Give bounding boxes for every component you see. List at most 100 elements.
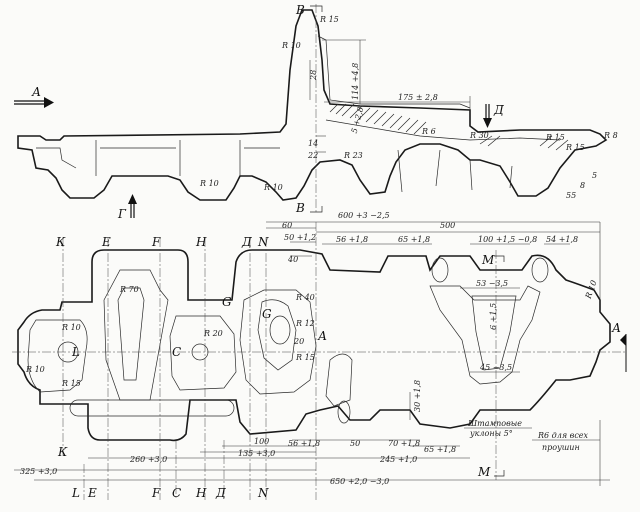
label-g-plan2: G bbox=[262, 307, 272, 321]
section-lines-vertical bbox=[62, 238, 267, 500]
note-stamp-2: уклоны 5° bbox=[469, 429, 513, 438]
dim-245: 245 +1,0 bbox=[379, 455, 417, 464]
dim-55: 55 bbox=[566, 191, 576, 200]
section-mark-bottom bbox=[310, 206, 323, 213]
dim-5b: 5 bbox=[592, 171, 597, 180]
dim-65: 65 +1,8 bbox=[398, 235, 430, 244]
dimension-lines-plan bbox=[14, 221, 610, 486]
radius-r15-top: R 15 bbox=[319, 15, 339, 24]
section-mark-top bbox=[310, 5, 323, 12]
eye-hole-1 bbox=[431, 257, 449, 283]
radius-r10a: R 10 bbox=[199, 179, 219, 188]
label-e-bottom: Е bbox=[87, 486, 97, 500]
label-l-plan: L bbox=[71, 345, 80, 359]
label-c-plan: С bbox=[172, 345, 181, 359]
dim-56b: 56 +1,8 bbox=[288, 439, 320, 448]
label-b-top: В bbox=[295, 3, 305, 17]
section-mark-m-bottom bbox=[494, 470, 505, 477]
label-a-right: А bbox=[611, 321, 621, 335]
label-n-top: N bbox=[257, 235, 269, 249]
dim-325: 325 +3,0 bbox=[20, 467, 57, 476]
plan-view: К К Е F Н Д N L Е F С Н Д N М М G G С L … bbox=[12, 211, 627, 500]
hatching bbox=[329, 103, 569, 151]
label-l-bottom: L bbox=[71, 486, 80, 500]
radius-r10-top: R 10 bbox=[281, 41, 301, 50]
note-radius-2: проушин bbox=[542, 443, 580, 452]
dim-50b: 50 bbox=[350, 439, 360, 448]
label-f-top: F bbox=[151, 235, 161, 249]
cavity-left bbox=[27, 319, 88, 393]
lower-bar bbox=[69, 399, 235, 417]
note-radius-1: R6 для всех bbox=[537, 431, 589, 440]
radius-r15d: R 15 bbox=[295, 353, 315, 362]
note-stamp-1: Штамповые bbox=[467, 419, 522, 428]
dim-70: 70 +1,8 bbox=[388, 439, 420, 448]
dim-500: 500 bbox=[440, 221, 455, 230]
dim-53: 53 −3,5 bbox=[476, 279, 508, 288]
label-m-top: М bbox=[481, 253, 495, 267]
radius-r15b: R 15 bbox=[565, 143, 585, 152]
eye-hole-g bbox=[269, 315, 291, 345]
dim-135: 135 +3,0 bbox=[238, 449, 275, 458]
radius-r12: R 12 bbox=[295, 319, 315, 328]
label-f-bottom: F bbox=[151, 486, 161, 500]
dim-114: 114 +4,8 bbox=[351, 63, 360, 100]
label-d-top: Д bbox=[493, 103, 504, 117]
dim-600: 600 +3 −2,5 bbox=[338, 211, 390, 220]
dim-56: 56 +1,8 bbox=[336, 235, 368, 244]
label-a-plan: А bbox=[317, 329, 327, 343]
label-e-top: Е bbox=[101, 235, 111, 249]
view-arrow-a-right bbox=[620, 334, 627, 372]
section-view-top: А Г Д В В R 15 R 10 28 114 +4,8 175 ± 2,… bbox=[14, 3, 618, 221]
label-a-top: А bbox=[31, 85, 41, 99]
cavity-g bbox=[239, 289, 317, 395]
dim-175: 175 ± 2,8 bbox=[398, 93, 438, 102]
radius-r15a: R 15 bbox=[545, 133, 565, 142]
label-b-bottom: В bbox=[295, 201, 305, 215]
radius-r40: R 40 bbox=[295, 293, 315, 302]
dim-45: 45 −3,5 bbox=[479, 363, 512, 372]
web-inner-right bbox=[471, 295, 517, 371]
radius-r10b: R 10 bbox=[263, 183, 283, 192]
cavity-center-left bbox=[103, 269, 169, 401]
dim-28: 28 bbox=[309, 70, 318, 81]
dim-5: 5 +2,8 bbox=[350, 106, 366, 134]
label-d-mid: Д bbox=[241, 235, 252, 249]
dim-14: 14 bbox=[308, 139, 318, 148]
dim-40: 40 bbox=[287, 255, 298, 264]
view-arrow-d bbox=[483, 104, 492, 128]
rib-inner-line bbox=[325, 119, 561, 141]
dim-6: 6 +1,5 bbox=[489, 303, 498, 330]
radius-r10-right: R 10 bbox=[583, 279, 598, 301]
eye-hole-3 bbox=[337, 400, 351, 424]
radius-r20: R 20 bbox=[203, 329, 223, 338]
dim-20: 20 bbox=[293, 337, 304, 346]
dim-100b: 100 bbox=[254, 437, 269, 446]
view-arrow-a bbox=[14, 97, 54, 108]
radius-r10c: R 10 bbox=[61, 323, 81, 332]
radius-r8: R 8 bbox=[603, 131, 618, 140]
cavity-c bbox=[169, 315, 237, 391]
radius-r30: R 30 bbox=[469, 131, 489, 140]
track-section-outline bbox=[17, 9, 608, 201]
inner-lines bbox=[36, 140, 241, 176]
label-g: Г bbox=[117, 207, 127, 221]
dim-65b: 65 +1,8 bbox=[424, 445, 456, 454]
web-lines bbox=[397, 149, 513, 193]
dim-260: 260 +3,0 bbox=[129, 455, 167, 464]
label-c-bottom: С bbox=[172, 486, 181, 500]
radius-r6: R 6 bbox=[421, 127, 436, 136]
view-arrow-g bbox=[128, 194, 137, 218]
dim-30: 30 +1,8 bbox=[413, 380, 422, 412]
section-mark-m-top bbox=[494, 255, 505, 262]
rib-section bbox=[317, 35, 471, 109]
pocket-bottom bbox=[325, 353, 353, 407]
dim-50-top: 50 +1,2 bbox=[284, 233, 316, 242]
boss-g bbox=[257, 299, 297, 371]
radius-r70: R 70 bbox=[119, 285, 139, 294]
dim-60: 60 bbox=[282, 221, 292, 230]
dim-54: 54 +1,8 bbox=[546, 235, 578, 244]
label-n-bottom: N bbox=[257, 486, 269, 500]
